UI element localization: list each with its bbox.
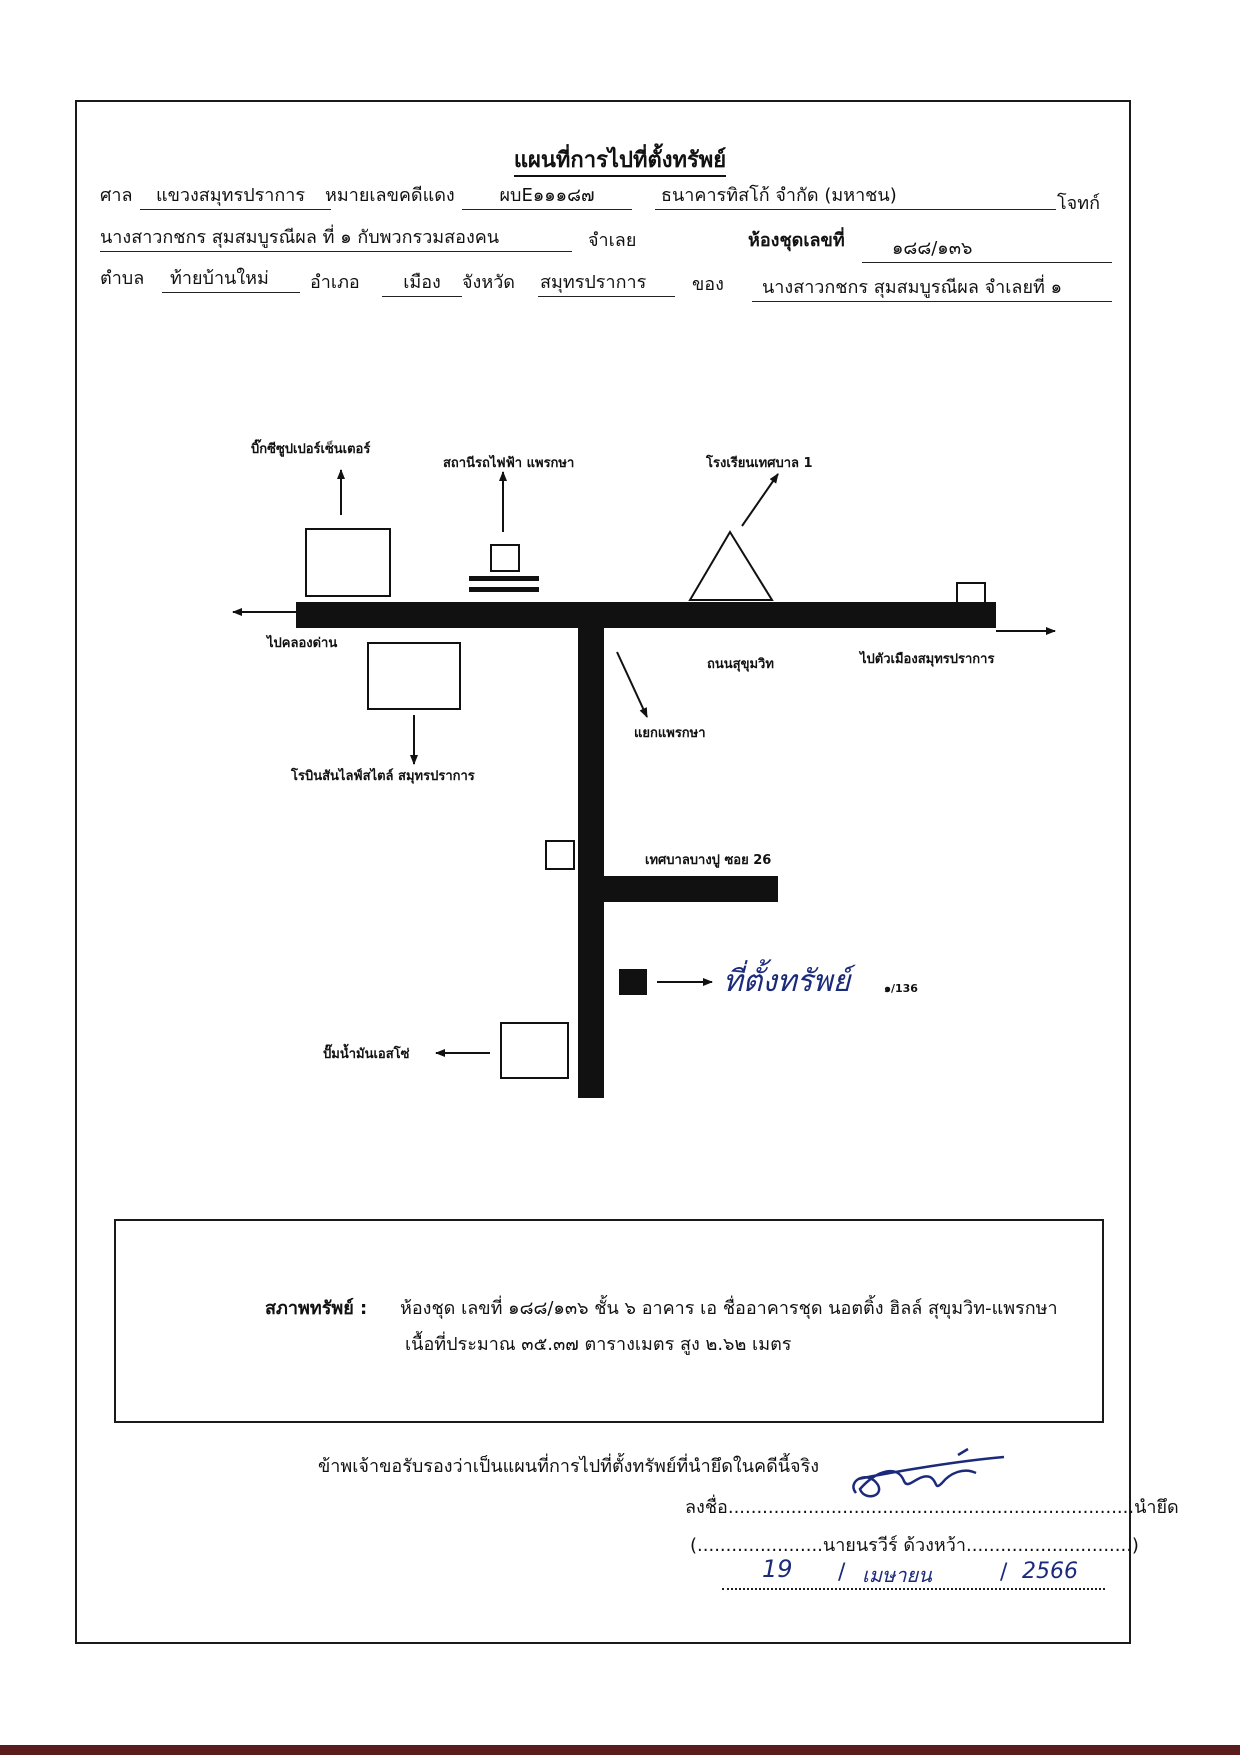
date-day: 19	[762, 1555, 793, 1583]
subdistrict-label: ตำบล	[100, 268, 145, 289]
gas-station-building	[500, 1022, 569, 1079]
label-bts-station: สถานีรถไฟฟ้า แพรกษา	[443, 456, 575, 471]
date-line	[722, 1568, 1105, 1590]
court-label: ศาล	[100, 185, 133, 206]
date-separator-2: /	[1000, 1560, 1008, 1585]
date-separator-1: /	[838, 1560, 846, 1585]
bts-station-building	[490, 544, 520, 572]
label-robinson: โรบินสันไลฟ์สไตล์ สมุทรปราการ	[291, 769, 475, 784]
small-building-soi26	[545, 840, 575, 870]
label-soi26: เทศบาลบางปู ซอย 26	[645, 853, 772, 868]
unit-number: ๑๘๘/๑๓๖	[862, 233, 1112, 263]
label-praeksa-junction: แยกแพรกษา	[634, 726, 706, 741]
province-value: สมุทรปราการ	[538, 267, 675, 297]
soi26-road	[604, 876, 778, 902]
signature-line: ลงชื่อ..................................…	[685, 1497, 1179, 1518]
case-number: ผบE๑๑๑๘๗	[462, 180, 632, 210]
owner-label: ของ	[692, 274, 724, 295]
label-school: โรงเรียนเทศบาล 1	[706, 456, 813, 471]
side-road	[578, 628, 604, 1098]
label-gas-station: ปั๊มน้ำมันเอสโซ่	[323, 1047, 410, 1062]
plaintiff-label: โจทก์	[1057, 193, 1100, 214]
signature-mark	[852, 1447, 1005, 1498]
court-value: แขวงสมุทรปราการ	[140, 180, 331, 210]
status-label: สภาพทรัพย์ :	[265, 1298, 368, 1319]
school-triangle	[688, 530, 774, 601]
property-marker	[619, 969, 647, 995]
date-year: 2566	[1022, 1559, 1078, 1584]
document-title: แผนที่การไปที่ตั้งทรัพย์	[0, 142, 1240, 177]
label-to-khlong-dan: ไปคลองด่าน	[267, 636, 338, 651]
district-label: อำเภอ	[310, 272, 360, 293]
plaintiff-name: ธนาคารทิสโก้ จำกัด (มหาชน)	[655, 180, 1056, 210]
owner-value: นางสาวกชกร สุมสมบูรณีผล จำเลยที่ ๑	[752, 272, 1112, 302]
big-c-building	[305, 528, 391, 597]
label-property-number: ๑/136	[884, 982, 918, 995]
unit-label: ห้องชุดเลขที่	[748, 230, 845, 251]
small-building-right	[956, 582, 986, 612]
defendant-label: จำเลย	[588, 230, 637, 251]
date-month: เมษายน	[862, 1563, 932, 1587]
label-to-city: ไปตัวเมืองสมุทรปราการ	[860, 652, 995, 667]
status-line-2: เนื้อที่ประมาณ ๓๕.๓๗ ตารางเมตร สูง ๒.๖๒ …	[405, 1334, 792, 1355]
scan-edge-strip	[0, 1745, 1240, 1755]
defendant-name: นางสาวกชกร สุมสมบูรณีผล ที่ ๑ กับพวกรวมส…	[100, 222, 572, 252]
school-arrow	[741, 473, 779, 527]
signer-name-line: (......................นายนรวีร์ ด้วงหว้…	[690, 1535, 1139, 1556]
label-property-handwritten: ที่ตั้งทรัพย์	[723, 964, 851, 999]
property-status-box	[114, 1219, 1104, 1423]
district-value: เมือง	[382, 267, 462, 297]
bts-rail-2	[469, 587, 539, 592]
status-line-1: ห้องชุด เลขที่ ๑๘๘/๑๓๖ ชั้น ๖ อาคาร เอ ช…	[400, 1298, 1058, 1319]
subdistrict-value: ท้ายบ้านใหม่	[162, 263, 300, 293]
junction-arrow	[616, 651, 648, 718]
province-label: จังหวัด	[462, 272, 515, 293]
page-border	[75, 100, 1131, 1644]
bts-rail-1	[469, 576, 539, 581]
label-sukhumvit-road: ถนนสุขุมวิท	[707, 657, 774, 672]
sukhumvit-road	[296, 602, 996, 628]
case-label: หมายเลขคดีแดง	[325, 185, 455, 206]
label-big-c: บิ๊กซีซูปเปอร์เซ็นเตอร์	[251, 442, 371, 457]
certification-statement: ข้าพเจ้าขอรับรองว่าเป็นแผนที่การไปที่ตั้…	[318, 1456, 820, 1477]
robinson-building	[367, 642, 461, 710]
